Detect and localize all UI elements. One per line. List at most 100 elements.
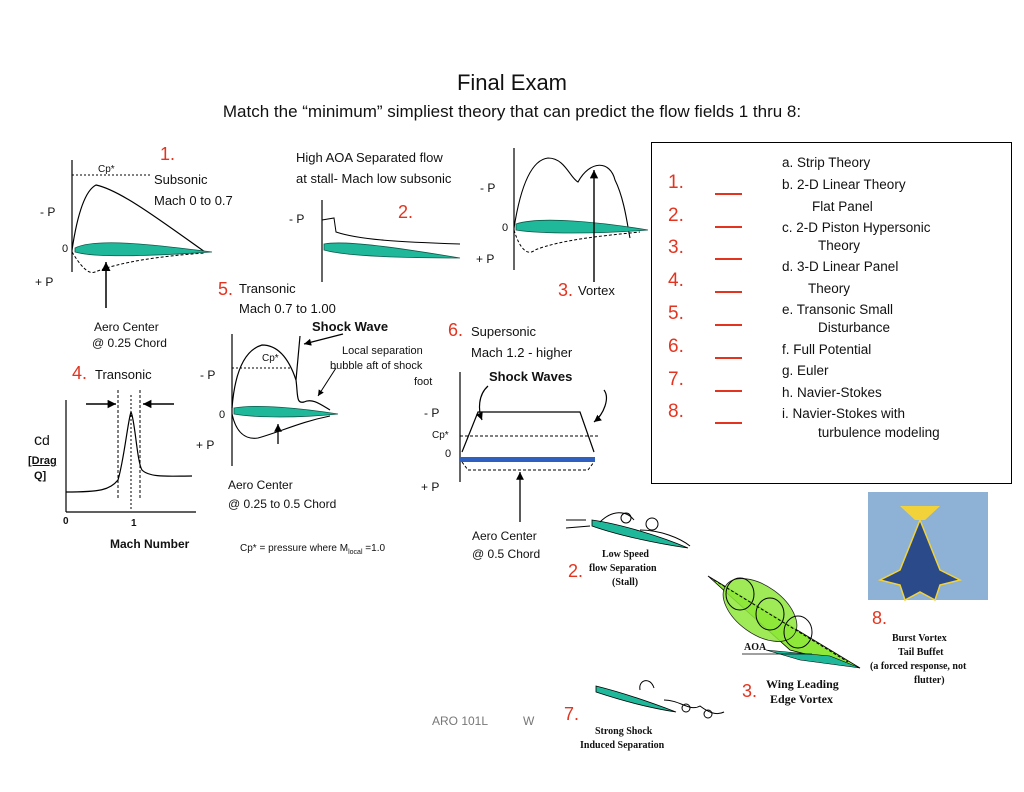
wing-vortex-caption-2: Edge Vortex: [770, 692, 833, 706]
panel1-minus-p: - P: [40, 205, 56, 219]
answer-blank-4[interactable]: [715, 291, 742, 293]
panel4-drag-2: Q]: [34, 470, 47, 482]
panel4-plot: [65, 390, 196, 513]
option-e: e. Transonic Small: [782, 302, 894, 317]
panel4-cd: cd: [34, 432, 50, 449]
panel2-plot: [321, 200, 461, 282]
panel1-plus-p: + P: [35, 275, 54, 289]
low-speed-illustration: [565, 512, 691, 549]
option-i: i. Navier-Stokes with: [782, 406, 906, 421]
option-e-cont: Disturbance: [818, 320, 891, 335]
answer-number-8: 8.: [668, 401, 684, 422]
panel5-aero-2: @ 0.25 to 0.5 Chord: [228, 497, 337, 511]
panel1-label-1: Subsonic: [154, 172, 208, 187]
panel6-number: 6.: [448, 320, 464, 340]
answer-blank-2[interactable]: [715, 226, 742, 228]
answer-number-5: 5.: [668, 303, 684, 324]
panel6-zero: 0: [445, 448, 452, 460]
panel5-label-2: Mach 0.7 to 1.00: [239, 301, 336, 316]
panel2-number: 2.: [398, 202, 414, 222]
panel3-plus-p: + P: [476, 252, 495, 266]
answer-number-4: 4.: [668, 270, 684, 291]
panel6-plus-p: + P: [421, 480, 440, 494]
answer-number-2: 2.: [668, 205, 684, 226]
burst-caption-2: Tail Buffet: [898, 647, 944, 658]
panel4-number: 4.: [72, 363, 88, 383]
panel5-plus-p: + P: [196, 438, 215, 452]
shock-number: 7.: [564, 704, 580, 724]
panel1-zero: 0: [62, 243, 69, 255]
panel4-label: Transonic: [95, 367, 152, 382]
burst-caption-1: Burst Vortex: [892, 633, 947, 644]
low-speed-number: 2.: [568, 561, 584, 581]
option-a: a. Strip Theory: [782, 155, 871, 170]
panel5-sep-1: Local separation: [342, 345, 423, 357]
low-speed-caption-1: Low Speed: [602, 549, 649, 560]
panel6-cp-star: Cp*: [432, 430, 449, 441]
page-subtitle: Match the “minimum” simpliest theory tha…: [222, 102, 802, 121]
answer-blank-8[interactable]: [715, 422, 742, 424]
panel3-zero: 0: [502, 222, 509, 234]
answer-blank-3[interactable]: [715, 258, 742, 260]
panel1-aero-1: Aero Center: [94, 320, 159, 334]
panel1-aero-2: @ 0.25 Chord: [92, 336, 167, 350]
panel6-plot: [459, 372, 607, 522]
option-h: h. Navier-Stokes: [782, 385, 882, 400]
panel6-label-1: Supersonic: [471, 324, 537, 339]
footer-course: ARO 101L: [432, 714, 489, 728]
panel6-label-2: Mach 1.2 - higher: [471, 345, 573, 360]
panel5-minus-p: - P: [200, 368, 216, 382]
panel5-cp-star: Cp*: [262, 353, 279, 364]
panel5-sep-2: bubble aft of shock: [330, 360, 423, 372]
panel5-number: 5.: [218, 279, 234, 299]
panel1-plot: [71, 160, 213, 308]
option-g: g. Euler: [782, 363, 829, 378]
option-d: d. 3-D Linear Panel: [782, 259, 899, 274]
wing-vortex-caption-1: Wing Leading: [766, 677, 839, 691]
panel5-plot: [231, 333, 344, 466]
low-speed-caption-2: flow Separation: [589, 563, 657, 574]
shock-caption-1: Strong Shock: [595, 726, 653, 737]
page-title: Final Exam: [456, 70, 568, 95]
airfoil: [74, 242, 213, 257]
panel6-shock-waves: Shock Waves: [489, 369, 573, 384]
answer-blank-7[interactable]: [715, 390, 742, 392]
wing-vortex-illustration: [707, 575, 861, 669]
panel5-sep-3: foot: [414, 376, 433, 388]
answer-number-1: 1.: [668, 172, 684, 193]
shock-caption-2: Induced Separation: [580, 740, 665, 751]
answer-blank-1[interactable]: [715, 193, 742, 195]
answer-blank-5[interactable]: [715, 324, 742, 326]
panel2-label-2: at stall- Mach low subsonic: [296, 171, 452, 186]
panel3-number: 3.: [558, 280, 574, 300]
panel6-aero-1: Aero Center: [472, 529, 537, 543]
burst-caption-3: (a forced response, not: [870, 661, 967, 672]
panel2-label-1: High AOA Separated flow: [296, 150, 443, 165]
option-c: c. 2-D Piston Hypersonic: [782, 220, 931, 235]
option-b-cont: Flat Panel: [812, 199, 873, 214]
panel4-tick-1: 1: [131, 518, 137, 529]
panel4-tick-0: 0: [63, 516, 69, 527]
panel6-aero-2: @ 0.5 Chord: [472, 547, 541, 561]
aoa-label: AOA: [744, 642, 767, 653]
wing-vortex-number: 3.: [742, 681, 758, 701]
panel2-minus-p: - P: [289, 212, 305, 226]
panel1-label-2: Mach 0 to 0.7: [154, 193, 233, 208]
panel5-cp-note: Cp* = pressure where Mlocal =1.0: [240, 543, 386, 556]
answer-number-3: 3.: [668, 237, 684, 258]
answer-box: [651, 142, 1012, 484]
answer-number-6: 6.: [668, 336, 684, 357]
panel6-minus-p: - P: [424, 406, 440, 420]
panel1-cp-star: Cp*: [98, 164, 115, 175]
panel3-plot: [513, 148, 649, 282]
answer-number-7: 7.: [668, 369, 684, 390]
footer-trailing: W: [523, 714, 535, 728]
panel3-minus-p: - P: [480, 181, 496, 195]
panel5-label-1: Transonic: [239, 281, 296, 296]
panel5-shock-wave: Shock Wave: [312, 319, 389, 334]
panel4-drag-1: [Drag: [28, 455, 57, 467]
option-f: f. Full Potential: [782, 342, 872, 357]
low-speed-caption-3: (Stall): [612, 577, 639, 588]
answer-blank-6[interactable]: [715, 357, 742, 359]
